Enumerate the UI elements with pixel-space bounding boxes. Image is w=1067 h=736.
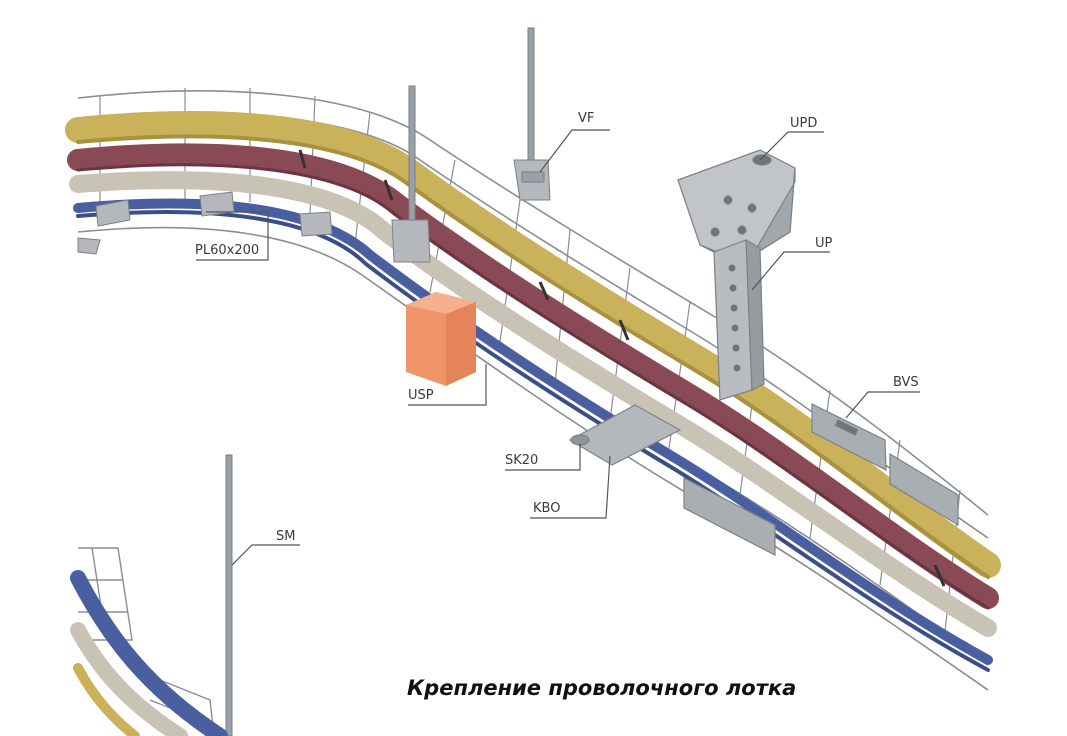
label-upd: UPD [790,116,817,131]
leader-bvs [845,391,920,419]
cable-bundle-blue-2 [76,210,990,672]
leader-lines [196,129,920,566]
lower-cable-blue [70,570,228,736]
cable-bundle-blue [73,198,993,665]
bvs-splice [811,403,959,527]
label-pl: PL60x200 [195,243,259,258]
side-plate-lower [683,477,776,556]
tray-rail-bottom-inner [77,226,989,691]
callout-labels: VF UPD UP BVS PL60x200 USP SK20 KBO SM [195,111,919,544]
up-channel [713,238,765,401]
rod-vf [527,27,535,179]
kbo-sk20-bracket [568,404,682,466]
rod-center [408,85,416,237]
usp-junction-box [406,292,476,386]
leader-sm [231,544,300,566]
leader-up [751,251,830,291]
label-kbo: KBO [533,501,560,516]
lower-cable-yellow [73,663,140,736]
leader-usp [408,364,487,406]
cable-ties [298,149,946,587]
cable-bundle-red-shade [76,163,990,610]
leader-upd [759,131,824,161]
label-usp: USP [408,388,434,403]
leader-kbo [530,455,611,519]
rod-sm [225,454,233,736]
label-sm: SM [276,529,295,544]
left-tray-brackets [77,191,333,255]
label-bvs: BVS [893,375,919,390]
label-up: UP [815,236,833,251]
cable-bundle-beige [69,171,997,637]
label-sk: SK20 [505,453,538,468]
upper-cable-bundles [65,111,1001,672]
rod-clamp-center [391,219,431,263]
cable-bundle-yellow [65,111,1001,578]
diagram-caption: Крепление проволочного лотка [407,676,797,700]
leader-vf [539,129,610,173]
label-vf: VF [578,111,594,126]
leader-pl [196,211,269,261]
leader-sk [505,444,581,471]
tray-rail-top [77,90,989,516]
lower-cable-beige [70,622,188,736]
cable-bundle-yellow-shade [76,134,990,579]
cable-bundle-red [67,143,999,609]
lower-wire-tray [70,547,228,736]
upd-bracket [677,149,796,269]
